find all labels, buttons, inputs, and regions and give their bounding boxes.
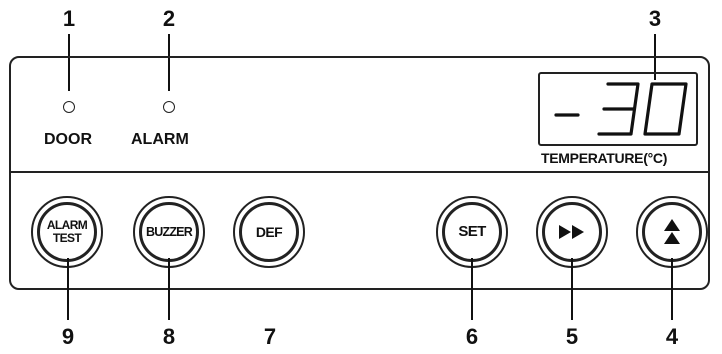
temperature-display [538, 72, 698, 146]
double-right-arrow-icon [557, 224, 587, 240]
set-button-face: SET [442, 202, 502, 262]
defrost-button-face: DEF [239, 202, 299, 262]
leader-line-9 [67, 258, 69, 320]
defrost-button[interactable]: DEF [233, 196, 305, 268]
callout-number-8: 8 [162, 324, 176, 349]
callout-number-7: 7 [263, 324, 277, 349]
buzzer-label: BUZZER [146, 225, 193, 239]
callout-number-1: 1 [62, 6, 76, 31]
display-digit-3 [597, 82, 640, 136]
forward-button[interactable] [536, 196, 608, 268]
callout-number-2: 2 [162, 6, 176, 31]
up-button[interactable] [636, 196, 708, 268]
callout-number-3: 3 [648, 6, 662, 31]
callout-number-5: 5 [565, 324, 579, 349]
buzzer-button-face: BUZZER [139, 202, 199, 262]
set-button[interactable]: SET [436, 196, 508, 268]
display-digit-0 [643, 82, 688, 136]
alarm-test-button-face: ALARM TEST [37, 202, 97, 262]
double-up-arrow-icon [663, 218, 681, 246]
leader-line-6 [471, 258, 473, 320]
temperature-label: TEMPERATURE(°C) [541, 150, 668, 166]
leader-line-2 [168, 34, 170, 91]
defrost-label: DEF [255, 224, 283, 240]
leader-line-4 [671, 258, 673, 320]
alarm-test-label-line2: TEST [52, 231, 82, 245]
leader-line-5 [571, 258, 573, 320]
set-label: SET [458, 223, 486, 240]
callout-number-9: 9 [61, 324, 75, 349]
alarm-indicator-label: ALARM [131, 131, 189, 148]
door-indicator-led [63, 101, 75, 113]
door-indicator-label: DOOR [44, 131, 92, 148]
leader-line-8 [168, 258, 170, 320]
up-button-face [642, 202, 702, 262]
alarm-indicator-led [163, 101, 175, 113]
forward-button-face [542, 202, 602, 262]
panel-divider [9, 171, 710, 173]
alarm-test-label-line1: ALARM [46, 218, 88, 232]
temperature-display-digits [554, 82, 688, 136]
control-panel [9, 56, 710, 290]
leader-line-1 [68, 34, 70, 91]
callout-number-4: 4 [665, 324, 679, 349]
callout-number-6: 6 [465, 324, 479, 349]
